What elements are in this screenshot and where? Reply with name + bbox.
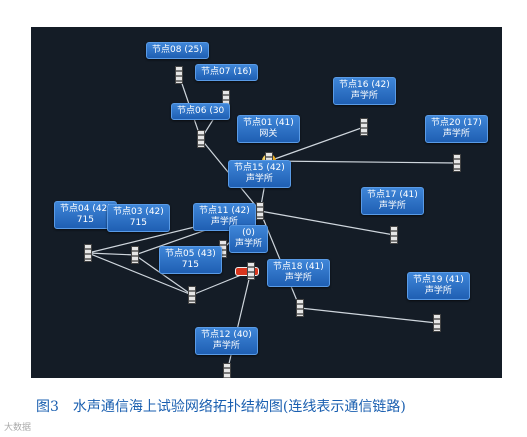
node-device-icon[interactable] [296, 299, 304, 317]
node-org: 声学所 [210, 217, 238, 227]
node-device-icon[interactable] [197, 130, 205, 148]
node-org: 声学所 [350, 91, 378, 101]
node-org: 715 [129, 218, 147, 228]
node-device-icon[interactable] [175, 66, 183, 84]
node-org: 声学所 [245, 174, 273, 184]
node-device-icon[interactable] [256, 202, 264, 220]
node-org: 715 [181, 260, 199, 270]
node-label-n15[interactable]: 节点15 (42)声学所 [228, 160, 291, 188]
node-label-n12[interactable]: 节点12 (40)声学所 [195, 327, 258, 355]
node-label-n19[interactable]: 节点19 (41)声学所 [407, 272, 470, 300]
node-title: 节点12 (40) [201, 330, 252, 340]
link-n04-n05 [87, 252, 193, 296]
node-device-icon[interactable] [131, 246, 139, 264]
node-org: 网关 [259, 129, 278, 139]
node-title: 节点18 (41) [273, 262, 324, 272]
node-label-n20[interactable]: 节点20 (17)声学所 [425, 115, 488, 143]
node-device-icon[interactable] [433, 314, 441, 332]
node-title: 节点06 (30 [177, 106, 225, 116]
node-title: 节点04 (42) [60, 204, 111, 214]
node-device-icon[interactable] [188, 286, 196, 304]
node-label-n07[interactable]: 节点07 (16) [195, 64, 258, 81]
node-label-n06[interactable]: 节点06 (30 [171, 103, 231, 120]
node-label-n04[interactable]: 节点04 (42)715 [54, 201, 117, 229]
link-n01-n16 [268, 126, 365, 162]
node-title: (0) [242, 228, 255, 238]
node-device-icon[interactable] [453, 154, 461, 172]
node-title: 节点01 (41) [243, 118, 294, 128]
node-title: 节点19 (41) [413, 275, 464, 285]
node-org: 声学所 [212, 341, 240, 351]
node-label-n01[interactable]: 节点01 (41)网关 [237, 115, 300, 143]
node-title: 节点07 (16) [201, 67, 252, 77]
watermark: 大数据 [4, 423, 32, 433]
link-n04-n03 [87, 252, 136, 256]
node-device-icon[interactable] [223, 363, 231, 378]
node-title: 节点16 (42) [339, 80, 390, 90]
node-title: 节点20 (17) [431, 118, 482, 128]
node-title: 节点11 (42) [199, 206, 250, 216]
node-org: 715 [76, 215, 94, 225]
node-title: 节点05 (43) [165, 249, 216, 259]
node-device-icon[interactable] [84, 244, 92, 262]
node-org: 声学所 [442, 129, 470, 139]
node-org: 声学所 [284, 273, 312, 283]
node-label-n05[interactable]: 节点05 (43)715 [159, 246, 222, 274]
link-n03-n05 [134, 254, 193, 296]
link-n12-n10 [226, 270, 252, 373]
node-title: 节点08 (25) [152, 45, 203, 55]
node-title: 节点03 (42) [113, 207, 164, 217]
node-label-n18[interactable]: 节点18 (41)声学所 [267, 259, 330, 287]
node-label-n10[interactable]: (0)声学所 [229, 225, 269, 253]
node-title: 节点15 (42) [234, 163, 285, 173]
node-label-n03[interactable]: 节点03 (42)715 [107, 204, 170, 232]
node-label-n08[interactable]: 节点08 (25) [146, 42, 209, 59]
node-label-n17[interactable]: 节点17 (41)声学所 [361, 187, 424, 215]
node-label-n16[interactable]: 节点16 (42)声学所 [333, 77, 396, 105]
node-device-icon[interactable] [360, 118, 368, 136]
link-n18-n19 [299, 307, 438, 324]
node-device-icon[interactable] [247, 262, 255, 280]
figure-caption: 图3 水声通信海上试验网络拓扑结构图(连线表示通信链路) [36, 399, 406, 415]
link-n15-n17 [259, 210, 395, 236]
node-org: 声学所 [235, 239, 263, 249]
node-title: 节点17 (41) [367, 190, 418, 200]
node-device-icon[interactable] [390, 226, 398, 244]
node-org: 声学所 [378, 201, 406, 211]
link-n01-n20 [268, 160, 458, 164]
node-org: 声学所 [424, 286, 452, 296]
